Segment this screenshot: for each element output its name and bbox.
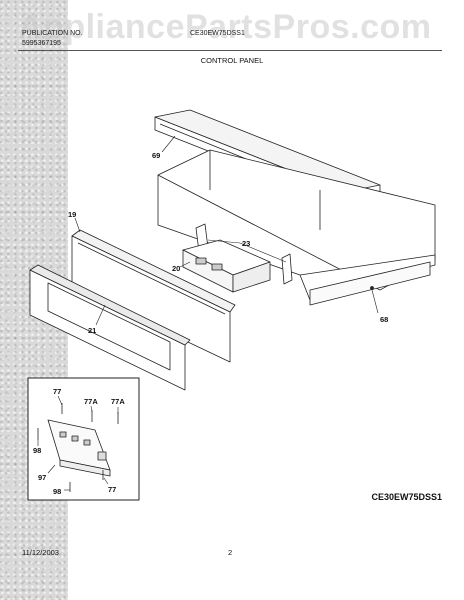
- callout-20: 20: [172, 264, 180, 273]
- header-publication-number: 5995367195: [22, 40, 61, 47]
- part-19-front-panel: [71, 229, 236, 363]
- site-watermark: AppliancePartsPros.com: [18, 8, 432, 46]
- header-model: CE30EW75DSS1: [190, 30, 245, 37]
- inset-detail-box: [27, 377, 140, 501]
- callout-98-bottom: 98: [53, 487, 61, 496]
- leader-lines: [37, 135, 379, 491]
- header-rule: [18, 50, 442, 51]
- callout-69: 69: [152, 151, 160, 160]
- page-title: CONTROL PANEL: [200, 56, 264, 65]
- callout-77-bottom: 77: [108, 485, 116, 494]
- callout-21: 21: [88, 326, 96, 335]
- part-68-control-housing: [157, 149, 436, 306]
- callout-23: 23: [242, 239, 250, 248]
- publication-date: 11/12/2003: [22, 548, 59, 557]
- callout-19: 19: [68, 210, 76, 219]
- callout-77-top: 77: [53, 387, 61, 396]
- callout-68: 68: [380, 315, 388, 324]
- part-21-trim-frame: [29, 264, 191, 391]
- page-number: 2: [228, 548, 233, 557]
- callout-77A-right: 77A: [111, 397, 125, 406]
- header-publication-label: PUBLICATION NO.: [22, 30, 83, 37]
- callout-97: 97: [38, 473, 46, 482]
- callout-98-left: 98: [33, 446, 41, 455]
- callout-77A-left: 77A: [84, 397, 98, 406]
- model-number: CE30EW75DSS1: [371, 492, 442, 502]
